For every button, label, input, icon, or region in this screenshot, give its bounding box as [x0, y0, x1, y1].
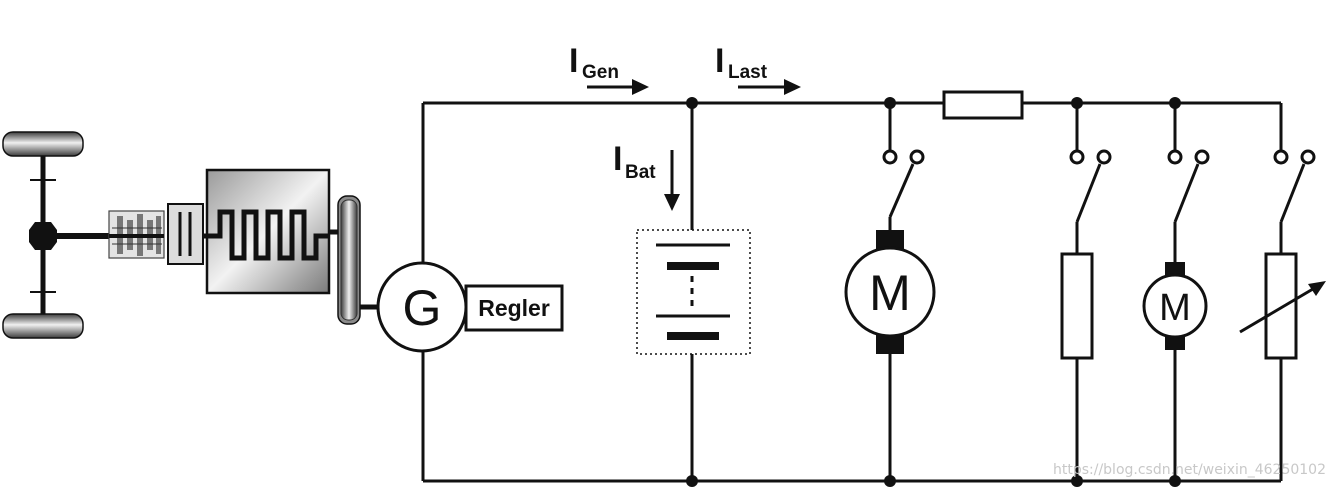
label-i-gen: I Gen: [569, 42, 619, 83]
engine: [205, 168, 340, 295]
svg-text:Bat: Bat: [625, 162, 656, 183]
switch-variable-resistor: [1273, 149, 1316, 223]
switch-motor-small: [1167, 149, 1210, 223]
wheel-bottom: [2, 313, 84, 339]
motor-large: M: [844, 230, 936, 354]
junction-dots: [686, 97, 1181, 487]
belt-drive: [337, 195, 380, 325]
svg-text:Last: Last: [728, 62, 768, 83]
svg-text:Gen: Gen: [582, 62, 619, 83]
battery: [636, 229, 751, 355]
drivetrain: [2, 131, 380, 339]
fuse: [942, 90, 1024, 120]
current-arrows: [587, 79, 801, 211]
variable-resistor: [1239, 252, 1326, 360]
circuit-wiring: [421, 101, 1283, 483]
switch-motor-large: [882, 149, 925, 218]
differential: [29, 222, 57, 250]
wheel-top: [2, 131, 84, 157]
resistor: [1060, 252, 1094, 360]
switch-resistor: [1069, 149, 1112, 223]
switches: [882, 149, 1316, 223]
generator-label: G: [403, 280, 442, 336]
clutch: [167, 203, 208, 265]
motor-small-label: M: [1159, 287, 1191, 329]
svg-text:I: I: [569, 42, 578, 80]
svg-text:I: I: [613, 140, 622, 178]
svg-text:I: I: [715, 42, 724, 80]
regulator: Regler: [464, 284, 564, 332]
generator: G: [376, 261, 468, 353]
motor-small: M: [1142, 262, 1208, 350]
gearbox: [108, 210, 165, 259]
motor-large-label: M: [869, 265, 911, 321]
regulator-label: Regler: [478, 295, 550, 321]
label-i-bat: I Bat: [613, 140, 656, 183]
label-i-last: I Last: [715, 42, 768, 83]
watermark: https://blog.csdn.net/weixin_46250102: [1053, 462, 1326, 478]
